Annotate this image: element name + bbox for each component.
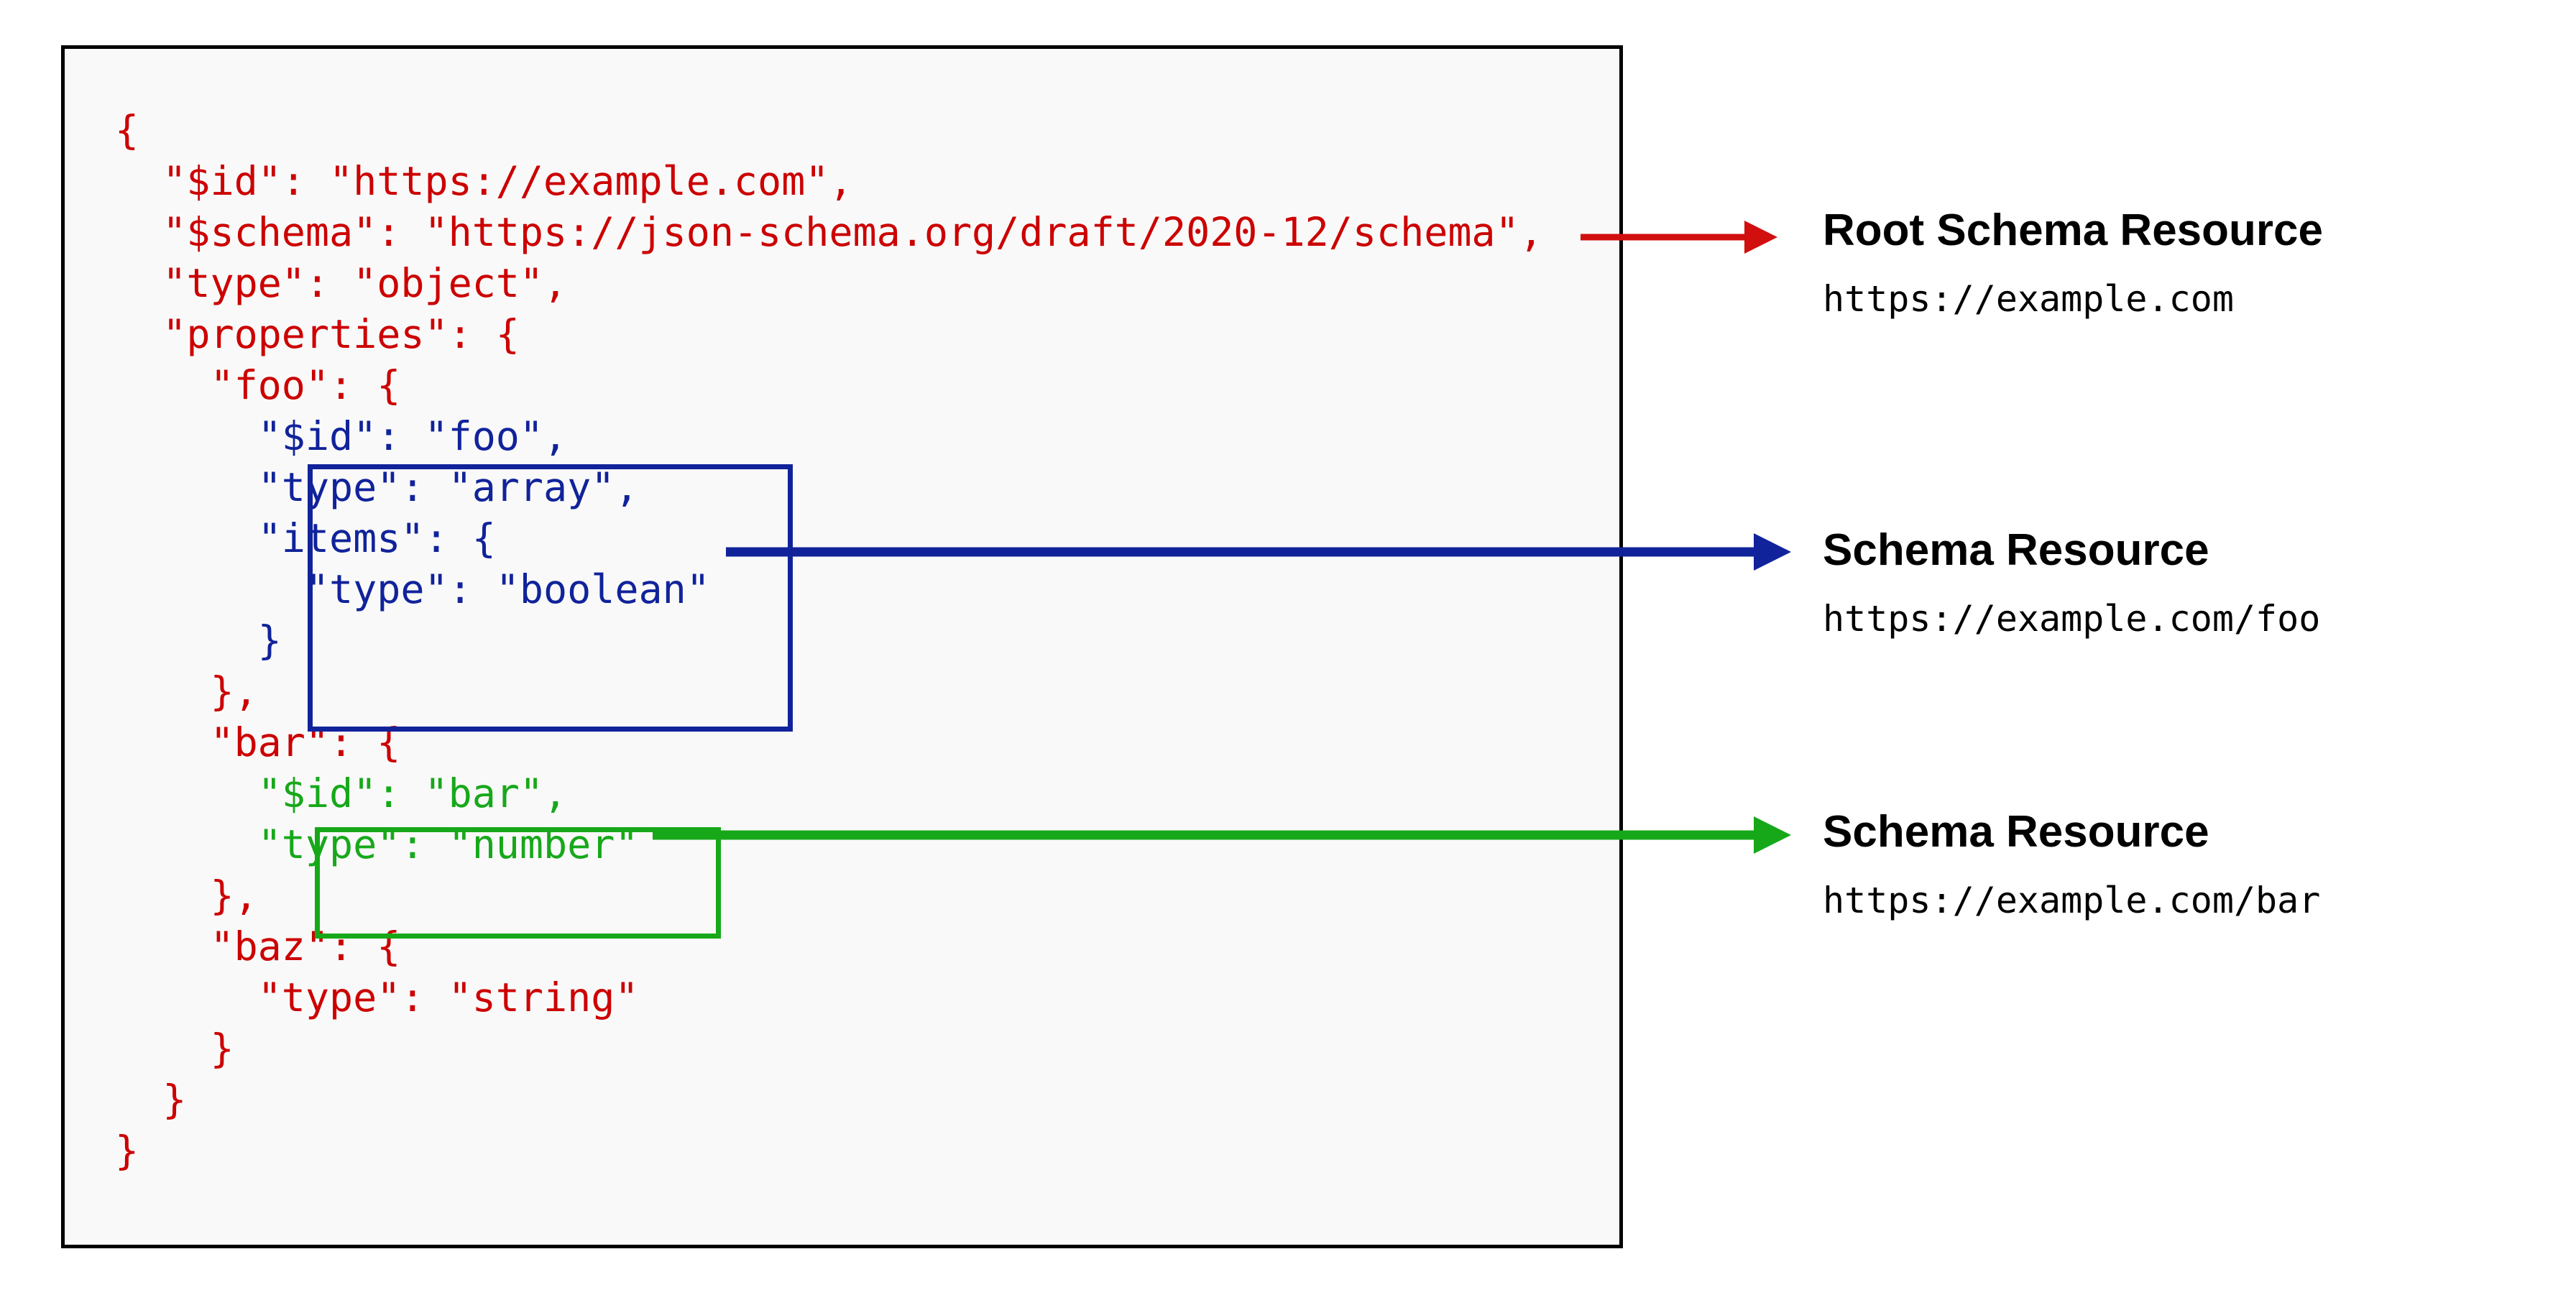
annotation-title: Schema Resource	[1823, 525, 2209, 575]
code-line: {	[115, 107, 139, 153]
code-line: "$id": "https://example.com",	[115, 158, 853, 204]
code-line: },	[115, 872, 258, 918]
annotation-uri: https://example.com/foo	[1823, 598, 2321, 640]
annotation-title: Schema Resource	[1823, 807, 2209, 857]
code-line: "type": "string"	[115, 974, 639, 1020]
annotation-root-schema: Root Schema Resource https://example.com	[1823, 205, 2323, 321]
arrow-shaft	[726, 547, 1755, 557]
annotation-foo-schema: Schema Resource https://example.com/foo	[1823, 525, 2320, 641]
arrow-head-icon	[1754, 533, 1791, 571]
code-line: "$schema": "https://json-schema.org/draf…	[115, 209, 1543, 255]
code-line: }	[115, 1026, 234, 1072]
code-line: }	[115, 617, 282, 663]
code-line: "type": "boolean"	[115, 566, 710, 612]
code-line: "foo": {	[115, 362, 401, 408]
arrow-shaft	[1581, 234, 1747, 241]
code-line: "baz": {	[115, 923, 401, 969]
code-line: },	[115, 668, 258, 714]
code-line: "properties": {	[115, 311, 520, 357]
annotation-uri: https://example.com	[1823, 278, 2234, 320]
code-line: "items": {	[115, 515, 496, 561]
root-schema-arrow	[1581, 221, 1777, 254]
arrow-head-icon	[1754, 816, 1791, 854]
arrow-shaft	[653, 830, 1755, 840]
foo-schema-arrow	[726, 533, 1791, 571]
arrow-head-icon	[1744, 221, 1777, 254]
json-code-block: { "$id": "https://example.com", "$schema…	[115, 105, 1543, 1176]
bar-schema-arrow	[653, 816, 1791, 854]
annotation-uri: https://example.com/bar	[1823, 880, 2321, 921]
annotation-bar-schema: Schema Resource https://example.com/bar	[1823, 806, 2320, 923]
code-line: "type": "object",	[115, 260, 568, 306]
code-line: "bar": {	[115, 719, 401, 765]
json-code-panel: { "$id": "https://example.com", "$schema…	[61, 45, 1623, 1248]
code-line: "$id": "foo",	[115, 413, 568, 459]
code-line: "type": "array",	[115, 464, 639, 510]
code-line: }	[115, 1077, 187, 1123]
code-line: }	[115, 1128, 139, 1174]
annotation-title: Root Schema Resource	[1823, 206, 2323, 255]
code-line: "$id": "bar",	[115, 770, 568, 816]
